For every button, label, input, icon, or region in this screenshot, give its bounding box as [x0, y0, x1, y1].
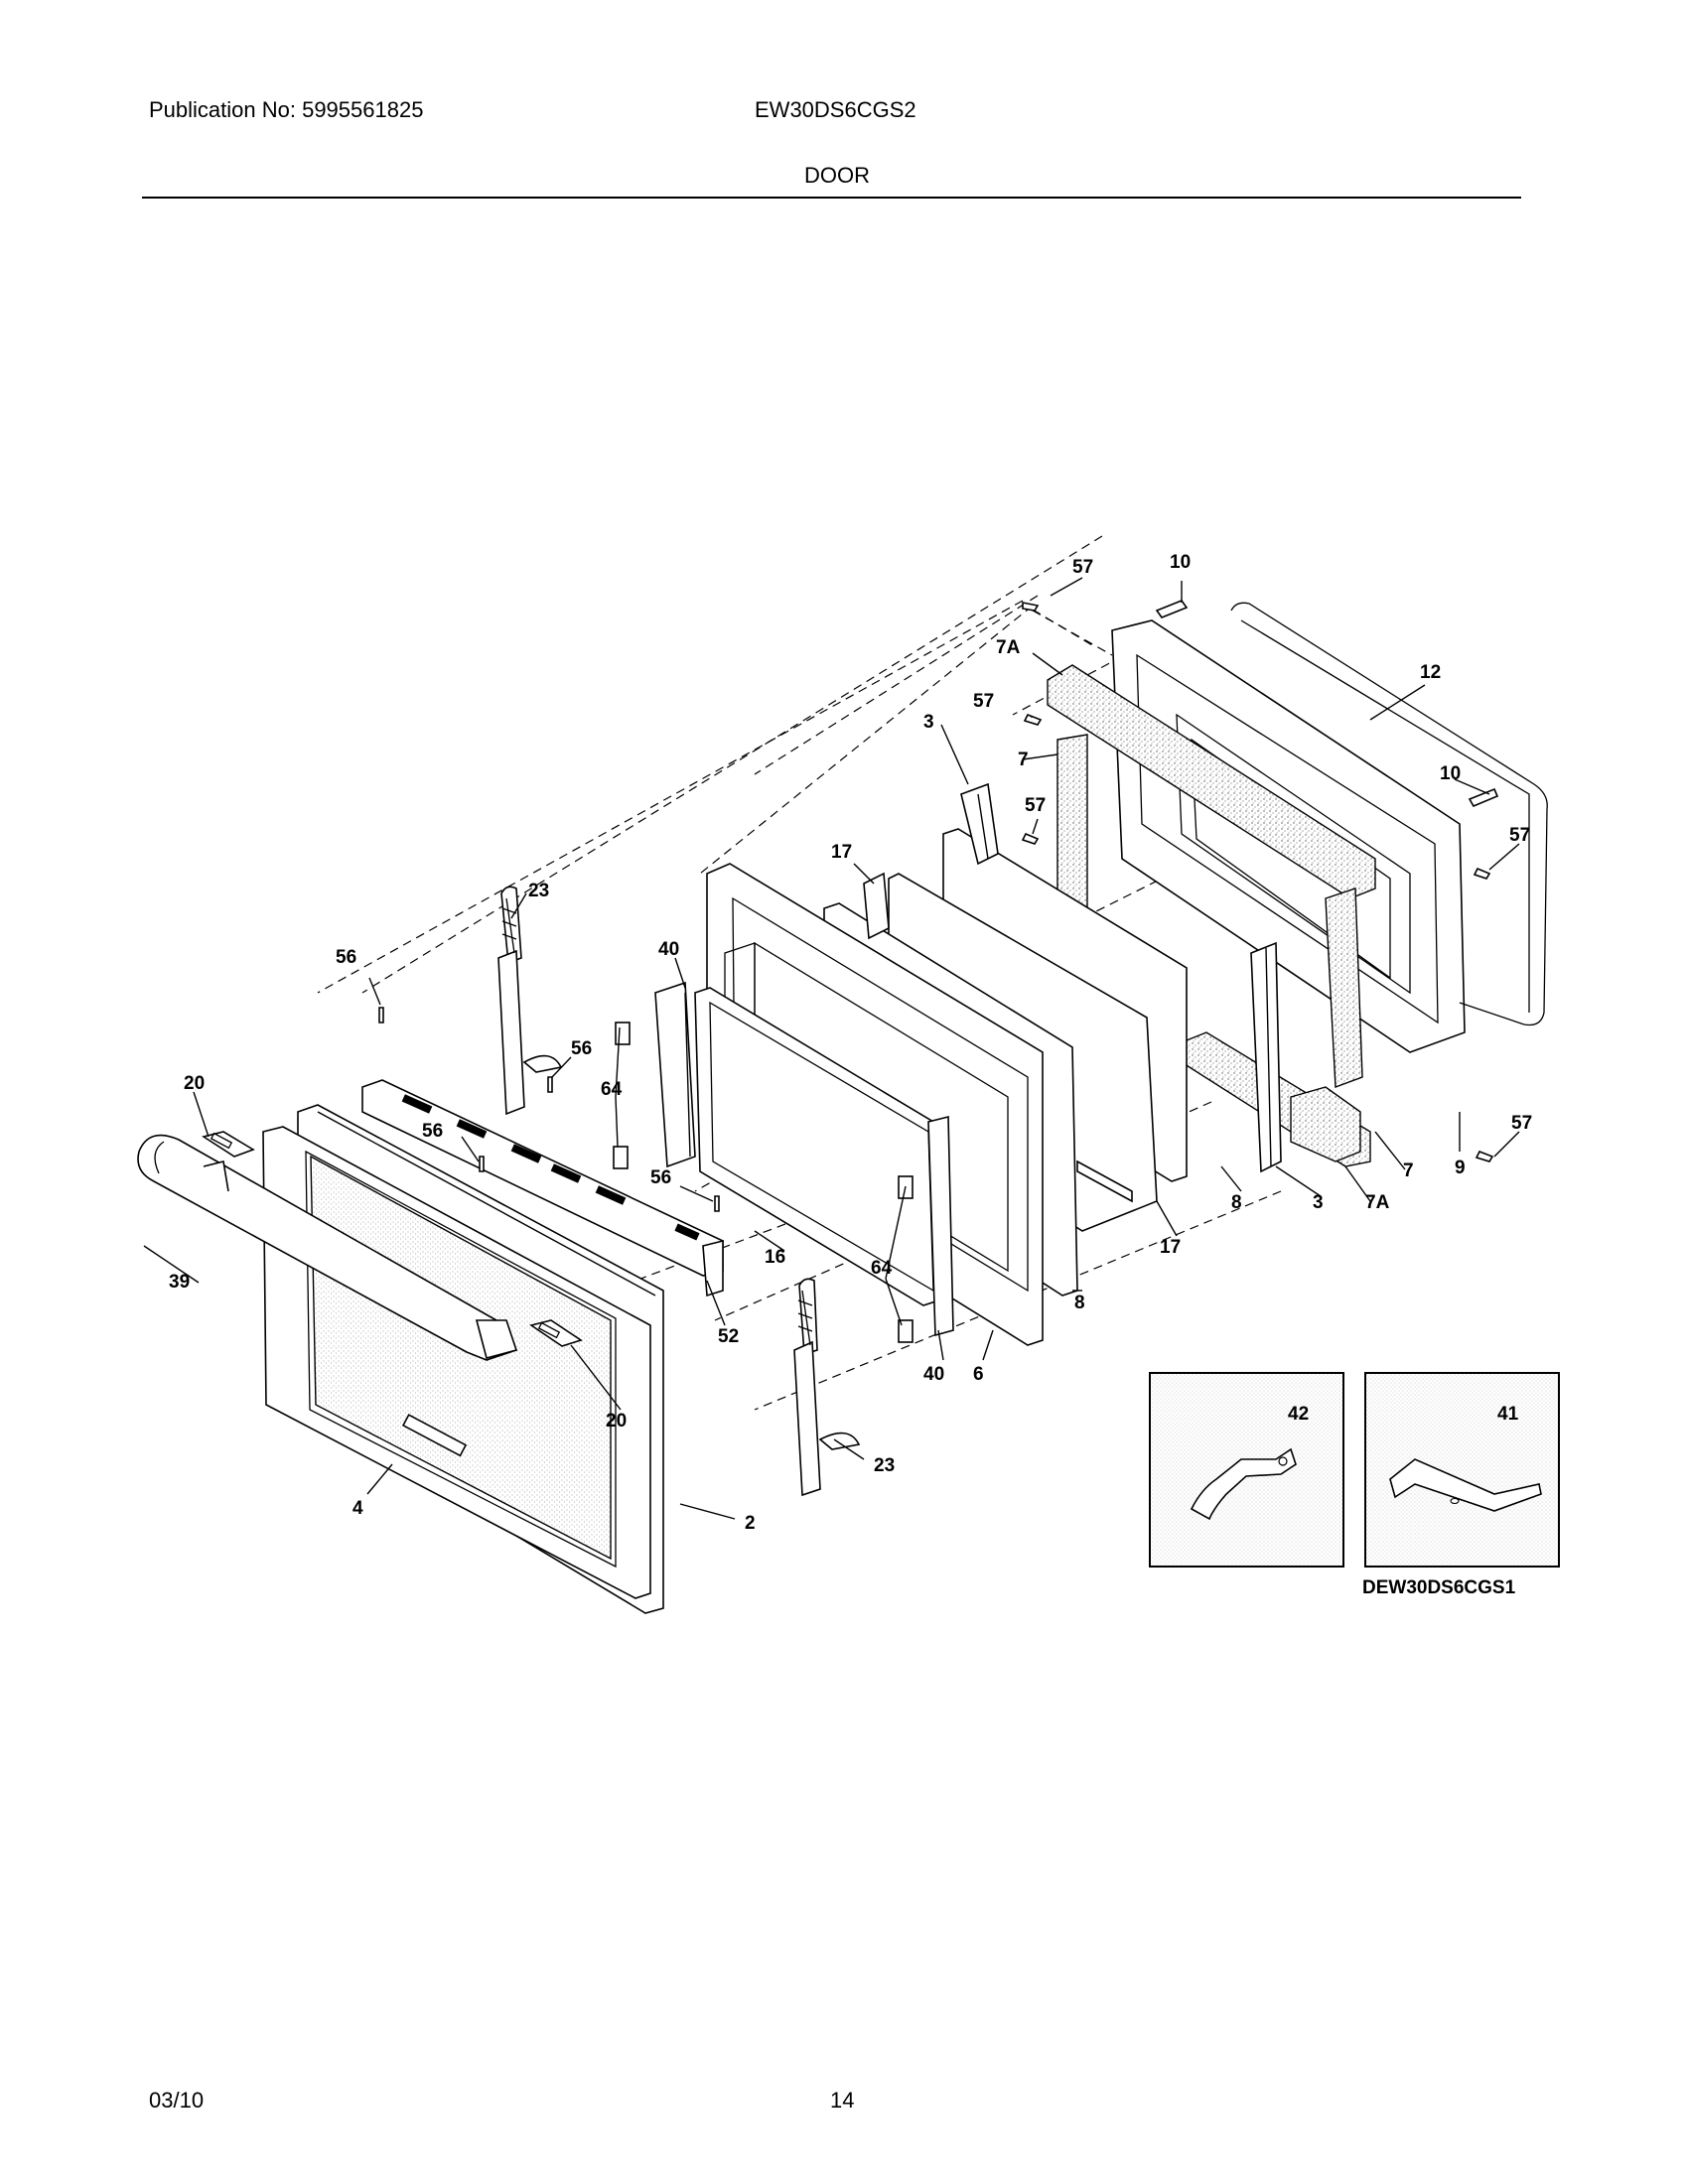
- callout: 57: [1072, 557, 1093, 578]
- hinge-channel-right: [927, 1115, 954, 1337]
- callout: 3: [1313, 1192, 1324, 1213]
- screw: [1023, 713, 1043, 726]
- header-divider: [142, 197, 1521, 199]
- callout: 57: [973, 691, 994, 712]
- callout: 56: [650, 1167, 671, 1188]
- screw: [547, 1076, 553, 1093]
- callout: 56: [422, 1121, 443, 1142]
- callout: 17: [1160, 1237, 1181, 1258]
- publication-number: Publication No: 5995561825: [149, 97, 424, 122]
- callout: 57: [1509, 825, 1530, 846]
- spacer-clip: [615, 1022, 631, 1045]
- inset-part-42: 42: [1149, 1372, 1344, 1568]
- callout: 52: [718, 1326, 739, 1347]
- callout: 16: [765, 1247, 785, 1268]
- callout: 23: [528, 881, 549, 901]
- screw: [479, 1156, 485, 1172]
- callout: 56: [336, 947, 356, 968]
- callout: 23: [874, 1455, 895, 1476]
- spacer-clip: [613, 1146, 629, 1169]
- door-gasket: [1230, 602, 1548, 1026]
- handle-end-cap: [529, 1319, 583, 1347]
- callout: 8: [1231, 1192, 1242, 1213]
- callout: 57: [1025, 795, 1046, 816]
- callout: 20: [606, 1411, 627, 1432]
- callout: 12: [1420, 662, 1441, 683]
- callout: 7A: [1365, 1192, 1390, 1213]
- door-handle: [137, 1134, 518, 1361]
- callout: 7A: [996, 637, 1021, 658]
- callout: 2: [745, 1513, 756, 1534]
- inset-label: 41: [1497, 1404, 1519, 1425]
- callout: 40: [923, 1364, 944, 1385]
- callout: 57: [1511, 1113, 1532, 1134]
- spacer-clip: [898, 1319, 914, 1343]
- callout: 10: [1440, 763, 1461, 784]
- callout: 40: [658, 939, 679, 960]
- callout: 10: [1170, 552, 1191, 573]
- drawing-code: DEW30DS6CGS1: [1362, 1577, 1516, 1598]
- callout: 64: [601, 1079, 623, 1100]
- callout: 64: [871, 1258, 893, 1279]
- callout: 17: [831, 842, 852, 863]
- side-brackets: [863, 782, 1282, 1203]
- callout: 4: [352, 1498, 363, 1519]
- screw: [1021, 832, 1040, 845]
- screw: [1022, 602, 1040, 612]
- callout: 7: [1403, 1160, 1414, 1181]
- callout: 56: [571, 1038, 592, 1059]
- door-hinge-lower: [793, 1278, 861, 1497]
- section-title: DOOR: [804, 163, 870, 188]
- door-top-trim: [361, 1079, 724, 1297]
- callout: 3: [923, 712, 934, 733]
- hex-bolt: [1155, 600, 1189, 618]
- callout: 7: [1018, 750, 1029, 770]
- screw: [1475, 1150, 1494, 1162]
- callout: 6: [973, 1364, 984, 1385]
- page-number: 14: [830, 2088, 855, 2113]
- door-hinge-upper: [497, 886, 563, 1116]
- screw: [714, 1195, 720, 1212]
- hinge-channel-left: [654, 981, 696, 1168]
- screw: [1473, 867, 1491, 880]
- handle-end-cap: [202, 1131, 255, 1158]
- footer-date: 03/10: [149, 2088, 205, 2113]
- inset-part-41: 41: [1364, 1372, 1560, 1568]
- inset-label: 42: [1288, 1404, 1309, 1425]
- leader-lines: [143, 577, 1520, 1520]
- callout-labels: 57 10 7A 12 57 3 7 10 57 57 17 23 56 40 …: [169, 552, 1532, 1534]
- callout: 39: [169, 1272, 190, 1293]
- callout: 8: [1074, 1293, 1085, 1313]
- callout: 9: [1455, 1158, 1466, 1178]
- callout: 20: [184, 1073, 205, 1094]
- screw: [378, 1007, 384, 1024]
- model-number: EW30DS6CGS2: [755, 97, 916, 122]
